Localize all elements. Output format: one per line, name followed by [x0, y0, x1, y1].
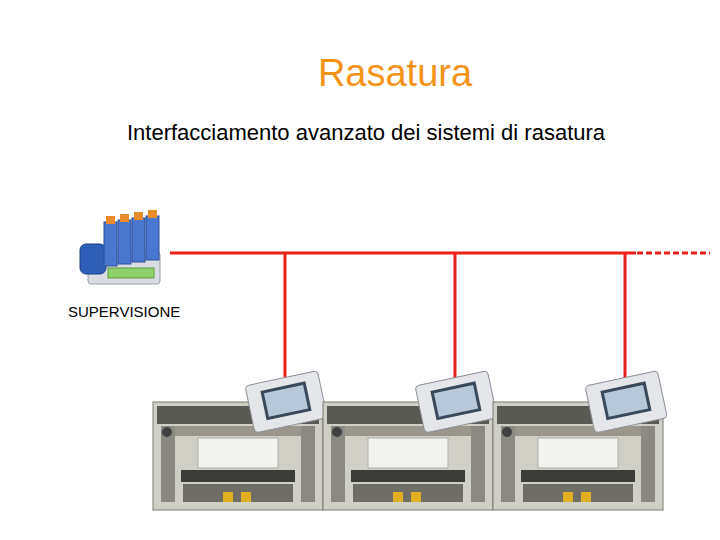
shaving-machine: [493, 371, 667, 510]
operator-panel: [415, 371, 497, 433]
shaving-machine: [153, 371, 327, 510]
subtitle: Interfacciamento avanzato dei sistemi di…: [127, 120, 605, 146]
device-label: SUPERVISIONE: [68, 303, 180, 320]
operator-panel: [245, 371, 327, 433]
supervision-device: [80, 210, 160, 284]
machines: [153, 371, 667, 510]
shaving-machine: [323, 371, 497, 510]
operator-panel: [585, 371, 667, 433]
slide-title: Rasatura: [318, 52, 472, 95]
